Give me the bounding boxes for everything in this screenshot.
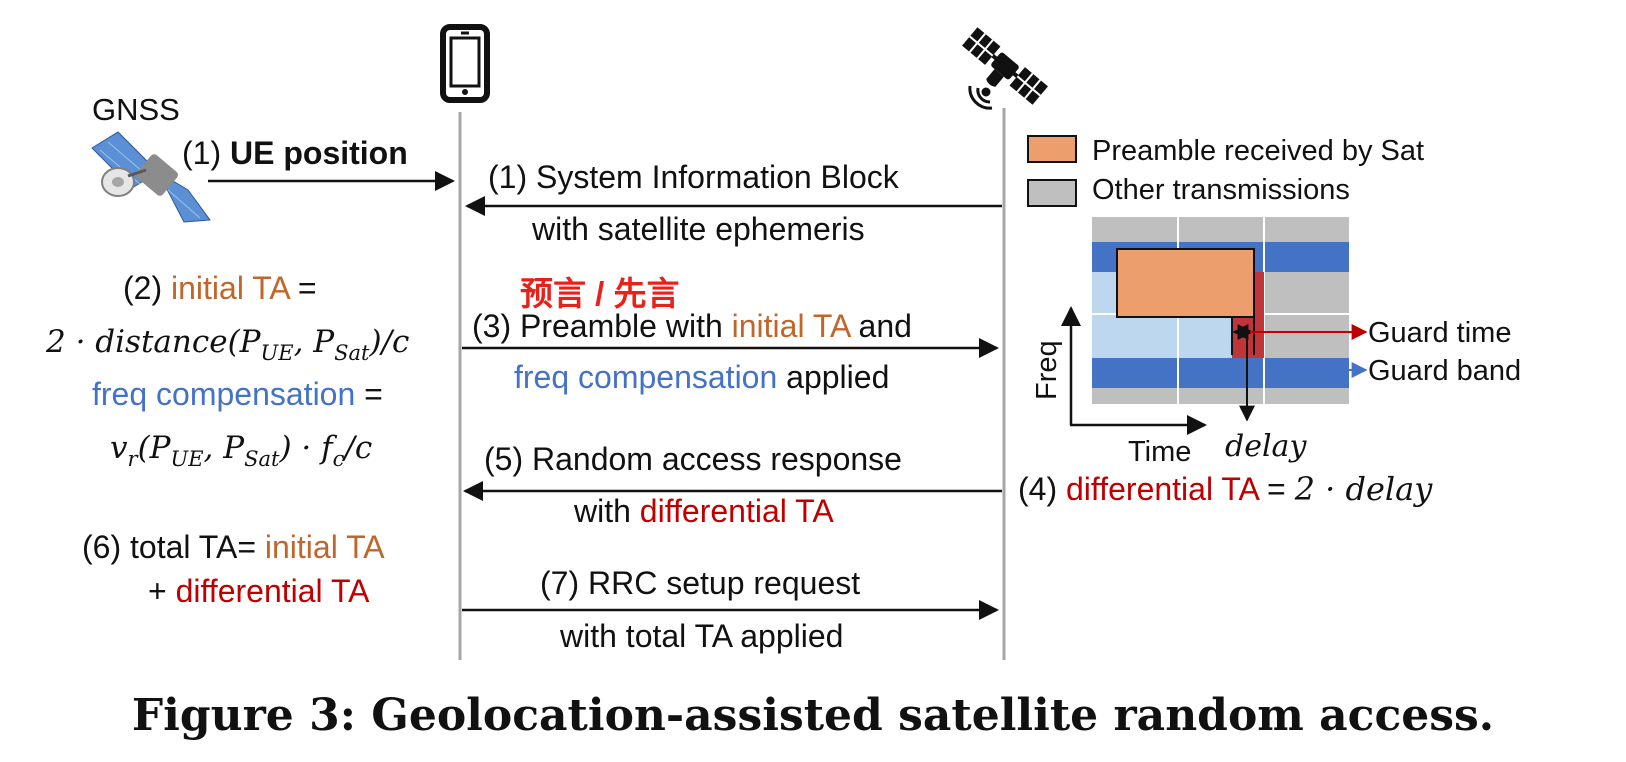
time-axis-label: Time [1128, 436, 1191, 468]
step3-line1: (3) Preamble with initial TA and [472, 308, 912, 344]
freq-axis-label: Freq [1031, 340, 1063, 400]
phone-icon [440, 24, 490, 103]
satellite-signal-icon [968, 85, 993, 110]
legend-preamble-label: Preamble received by Sat [1092, 135, 1424, 167]
step2-formula-distance: 2 · distance(PUE, PSat)/c [45, 324, 409, 365]
step6-line1: (6) total TA= initial TA [82, 529, 385, 565]
step1-sib-line2: with satellite ephemeris [531, 211, 865, 247]
delay-label: delay [1225, 429, 1307, 464]
chinese-annotation: 预言 / 先言 [520, 275, 680, 312]
step5-line2: with differential TA [573, 493, 834, 529]
guard-band-label: Guard band [1368, 355, 1521, 387]
guard-time-label: Guard time [1368, 317, 1511, 349]
gnss-satellite-icon [91, 131, 211, 223]
step7-line2: with total TA applied [559, 618, 843, 654]
preamble-block [1116, 248, 1255, 318]
step2-freq-label: freq compensation = [92, 376, 383, 412]
figure-caption: Figure 3: Geolocation-assisted satellite… [132, 690, 1494, 741]
satellite-icon [962, 27, 1048, 105]
step2-title: (2) initial TA = [123, 270, 317, 306]
step5-line1: (5) Random access response [484, 441, 902, 477]
step3-line2: freq compensation applied [514, 359, 889, 395]
gnss-label: GNSS [92, 92, 180, 127]
lower-guard-band [1092, 358, 1349, 388]
step7-line1: (7) RRC setup request [540, 565, 860, 601]
step1-sib-line1: (1) System Information Block [488, 159, 900, 195]
step6-line2: + differential TA [148, 573, 370, 609]
legend-preamble-swatch [1027, 135, 1077, 163]
step2-formula-doppler: vr(PUE, PSat) · fc/c [110, 430, 372, 471]
legend-other-swatch [1027, 179, 1077, 207]
time-frequency-grid [1092, 217, 1349, 422]
legend-other-label: Other transmissions [1092, 174, 1350, 206]
step1-ue-position: (1) UE position [182, 135, 408, 171]
step4-text: (4) differential TA = 2 · delay [1018, 470, 1433, 508]
